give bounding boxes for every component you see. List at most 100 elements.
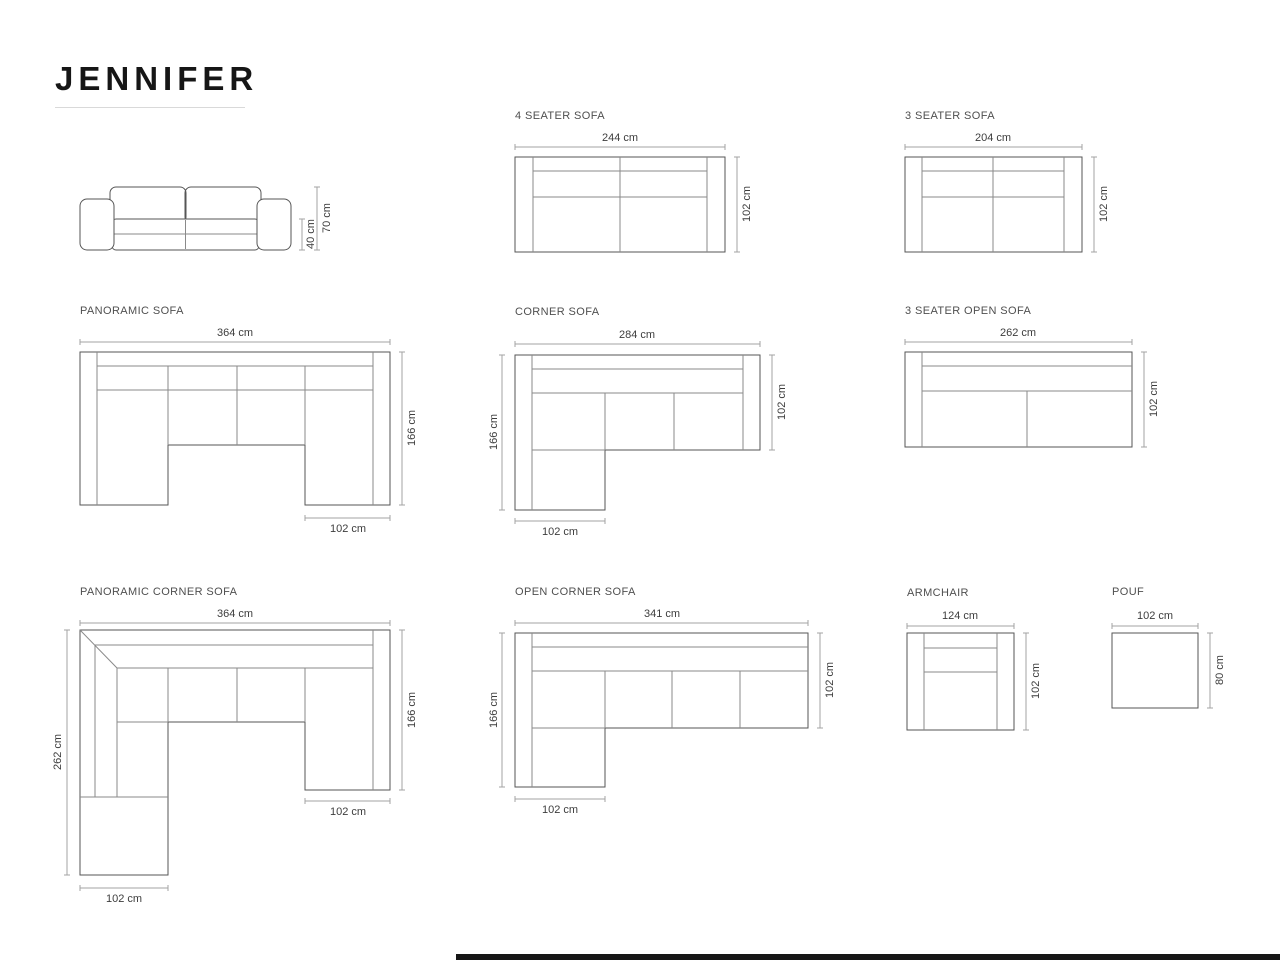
open-corner-width-dim: 341 cm: [644, 608, 680, 620]
corner-sofa-label: CORNER SOFA: [515, 306, 600, 318]
armchair-depth-dim-line: [1023, 632, 1029, 731]
panoramic-corner-width-dim-line: [79, 620, 391, 626]
panoramic-corner-left-depth-dim: 262 cm: [52, 734, 64, 770]
back-cushion-left: [109, 186, 187, 224]
four-seater-width-dim: 244 cm: [602, 132, 638, 144]
open-corner-outline: [514, 632, 809, 788]
panoramic-chaise-dim-line: [304, 515, 391, 521]
title-underline: [55, 107, 245, 108]
pouf-drawing: 102 cm 80 cm: [1111, 610, 1226, 709]
panoramic-corner-backrest-lines: [95, 644, 373, 669]
back-cushion-right: [184, 186, 262, 224]
open-corner-seat-division-lines: [532, 671, 741, 729]
open-corner-left-depth-dim-line: [499, 632, 505, 788]
three-seater-depth-dim-line: [1091, 156, 1097, 253]
pouf-width-dim: 102 cm: [1137, 610, 1173, 622]
three-seater-open-outline: [904, 351, 1133, 448]
pouf-outline: [1111, 632, 1199, 709]
corner-chaise-dim-line: [514, 518, 606, 524]
four-seater-sofa-drawing: 244 cm 102 cm: [514, 132, 753, 253]
armchair-drawing: 124 cm 102 cm: [906, 610, 1042, 731]
panoramic-corner-chaise-right-dim: 102 cm: [330, 806, 366, 818]
open-corner-left-depth-dim: 166 cm: [488, 692, 500, 728]
panoramic-corner-chaise-right-dim-line: [304, 798, 391, 804]
front-view-total-height-dim: 70 cm: [321, 203, 333, 233]
armchair-outline: [906, 632, 1015, 731]
panoramic-depth-dim-line: [399, 351, 405, 506]
panoramic-seat-division-lines: [167, 366, 306, 445]
three-seater-sofa-label: 3 SEATER SOFA: [905, 110, 995, 122]
seat-height-dim-line: [299, 218, 305, 251]
three-seater-open-backrest-lines: [922, 365, 1132, 392]
panoramic-armrest-lines: [96, 352, 374, 505]
three-seater-width-dim: 204 cm: [975, 132, 1011, 144]
three-seater-open-width-dim-line: [904, 339, 1133, 345]
armchair-armrest-lines: [923, 633, 998, 730]
three-seater-depth-dim: 102 cm: [1098, 186, 1110, 222]
panoramic-sofa-drawing: 364 cm 166 cm 102 cm: [79, 327, 418, 535]
panoramic-corner-sofa-drawing: 364 cm 262 cm 166 cm 102 cm 102 cm: [52, 608, 418, 905]
three-seater-open-sofa-drawing: 262 cm 102 cm: [904, 327, 1160, 448]
armchair-depth-dim: 102 cm: [1030, 663, 1042, 699]
three-seater-open-depth-dim-line: [1141, 351, 1147, 448]
three-seater-sofa-drawing: 204 cm 102 cm: [904, 132, 1110, 253]
corner-backrest-lines: [532, 368, 743, 394]
panoramic-width-dim: 364 cm: [217, 327, 253, 339]
panoramic-corner-right-depth-dim-line: [399, 629, 405, 791]
bottom-bar: [456, 954, 1280, 960]
panoramic-corner-miter-line: [79, 629, 118, 669]
panoramic-corner-chaise-left-dim-line: [79, 885, 169, 891]
open-corner-chaise-dim-line: [514, 796, 606, 802]
four-seater-depth-dim: 102 cm: [741, 186, 753, 222]
three-seater-open-sofa-label: 3 SEATER OPEN SOFA: [905, 305, 1032, 317]
panoramic-width-dim-line: [79, 339, 391, 345]
four-seater-sofa-label: 4 SEATER SOFA: [515, 110, 605, 122]
page-title: JENNIFER: [55, 60, 259, 97]
corner-right-depth-dim: 102 cm: [776, 384, 788, 420]
corner-sofa-drawing: 284 cm 166 cm 102 cm 102 cm: [488, 329, 788, 538]
four-seater-width-dim-line: [514, 144, 726, 150]
panoramic-depth-dim: 166 cm: [406, 410, 418, 446]
corner-width-dim-line: [514, 341, 761, 347]
open-corner-backrest-lines: [532, 646, 808, 672]
total-height-dim-line: [314, 186, 320, 251]
corner-left-depth-dim-line: [499, 354, 505, 511]
open-corner-right-depth-dim: 102 cm: [824, 662, 836, 698]
four-seater-armrest-lines: [532, 157, 708, 252]
pouf-depth-dim: 80 cm: [1214, 655, 1226, 685]
pouf-label: POUF: [1112, 586, 1145, 598]
armchair-backrest-lines: [924, 647, 997, 673]
corner-seat-division-lines: [532, 393, 675, 451]
panoramic-corner-outline: [79, 629, 391, 876]
front-view-seat-height-dim: 40 cm: [305, 219, 317, 249]
three-seater-width-dim-line: [904, 144, 1083, 150]
panoramic-backrest-lines: [97, 365, 373, 391]
panoramic-corner-left-backrest-lines: [94, 645, 118, 797]
open-corner-right-depth-dim-line: [817, 632, 823, 729]
armrest-left: [79, 198, 115, 251]
armchair-width-dim: 124 cm: [942, 610, 978, 622]
panoramic-sofa-label: PANORAMIC SOFA: [80, 305, 184, 317]
armchair-label: ARMCHAIR: [907, 587, 969, 599]
corner-width-dim: 284 cm: [619, 329, 655, 341]
four-seater-depth-dim-line: [734, 156, 740, 253]
open-corner-chaise-dim: 102 cm: [542, 804, 578, 816]
three-seater-open-width-dim: 262 cm: [1000, 327, 1036, 339]
front-view-sofa-drawing: 40 cm 70 cm: [79, 186, 333, 251]
panoramic-chaise-dim: 102 cm: [330, 523, 366, 535]
corner-right-depth-dim-line: [769, 354, 775, 451]
corner-armrest-lines: [531, 355, 744, 510]
armchair-width-dim-line: [906, 623, 1015, 629]
pouf-width-dim-line: [1111, 623, 1199, 629]
panoramic-corner-width-dim: 364 cm: [217, 608, 253, 620]
open-corner-width-dim-line: [514, 620, 809, 626]
corner-left-depth-dim: 166 cm: [488, 414, 500, 450]
three-seater-armrest-lines: [921, 157, 1065, 252]
pouf-depth-dim-line: [1207, 632, 1213, 709]
panoramic-outline: [79, 351, 391, 506]
open-corner-sofa-drawing: 341 cm 166 cm 102 cm 102 cm: [488, 608, 836, 816]
panoramic-corner-sofa-label: PANORAMIC CORNER SOFA: [80, 586, 238, 598]
panoramic-corner-left-depth-dim-line: [64, 629, 70, 876]
